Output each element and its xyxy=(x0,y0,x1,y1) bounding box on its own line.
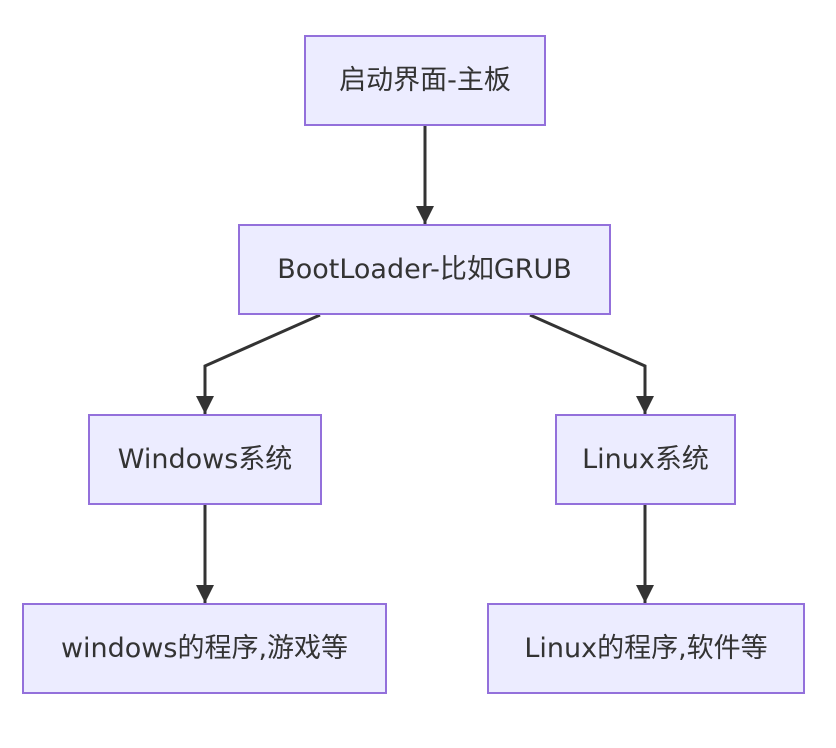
linux-programs-node: Linux的程序,软件等 xyxy=(487,603,805,694)
boot-screen-node: 启动界面-主板 xyxy=(304,35,546,126)
windows-programs-node: windows的程序,游戏等 xyxy=(22,603,387,694)
edge-bootloader-to-windows xyxy=(196,313,321,414)
linux-os-node: Linux系统 xyxy=(555,414,736,505)
windows-os-node: Windows系统 xyxy=(88,414,322,505)
bootloader-node: BootLoader-比如GRUB xyxy=(238,224,611,315)
edge-bootloader-to-linux xyxy=(529,313,654,414)
